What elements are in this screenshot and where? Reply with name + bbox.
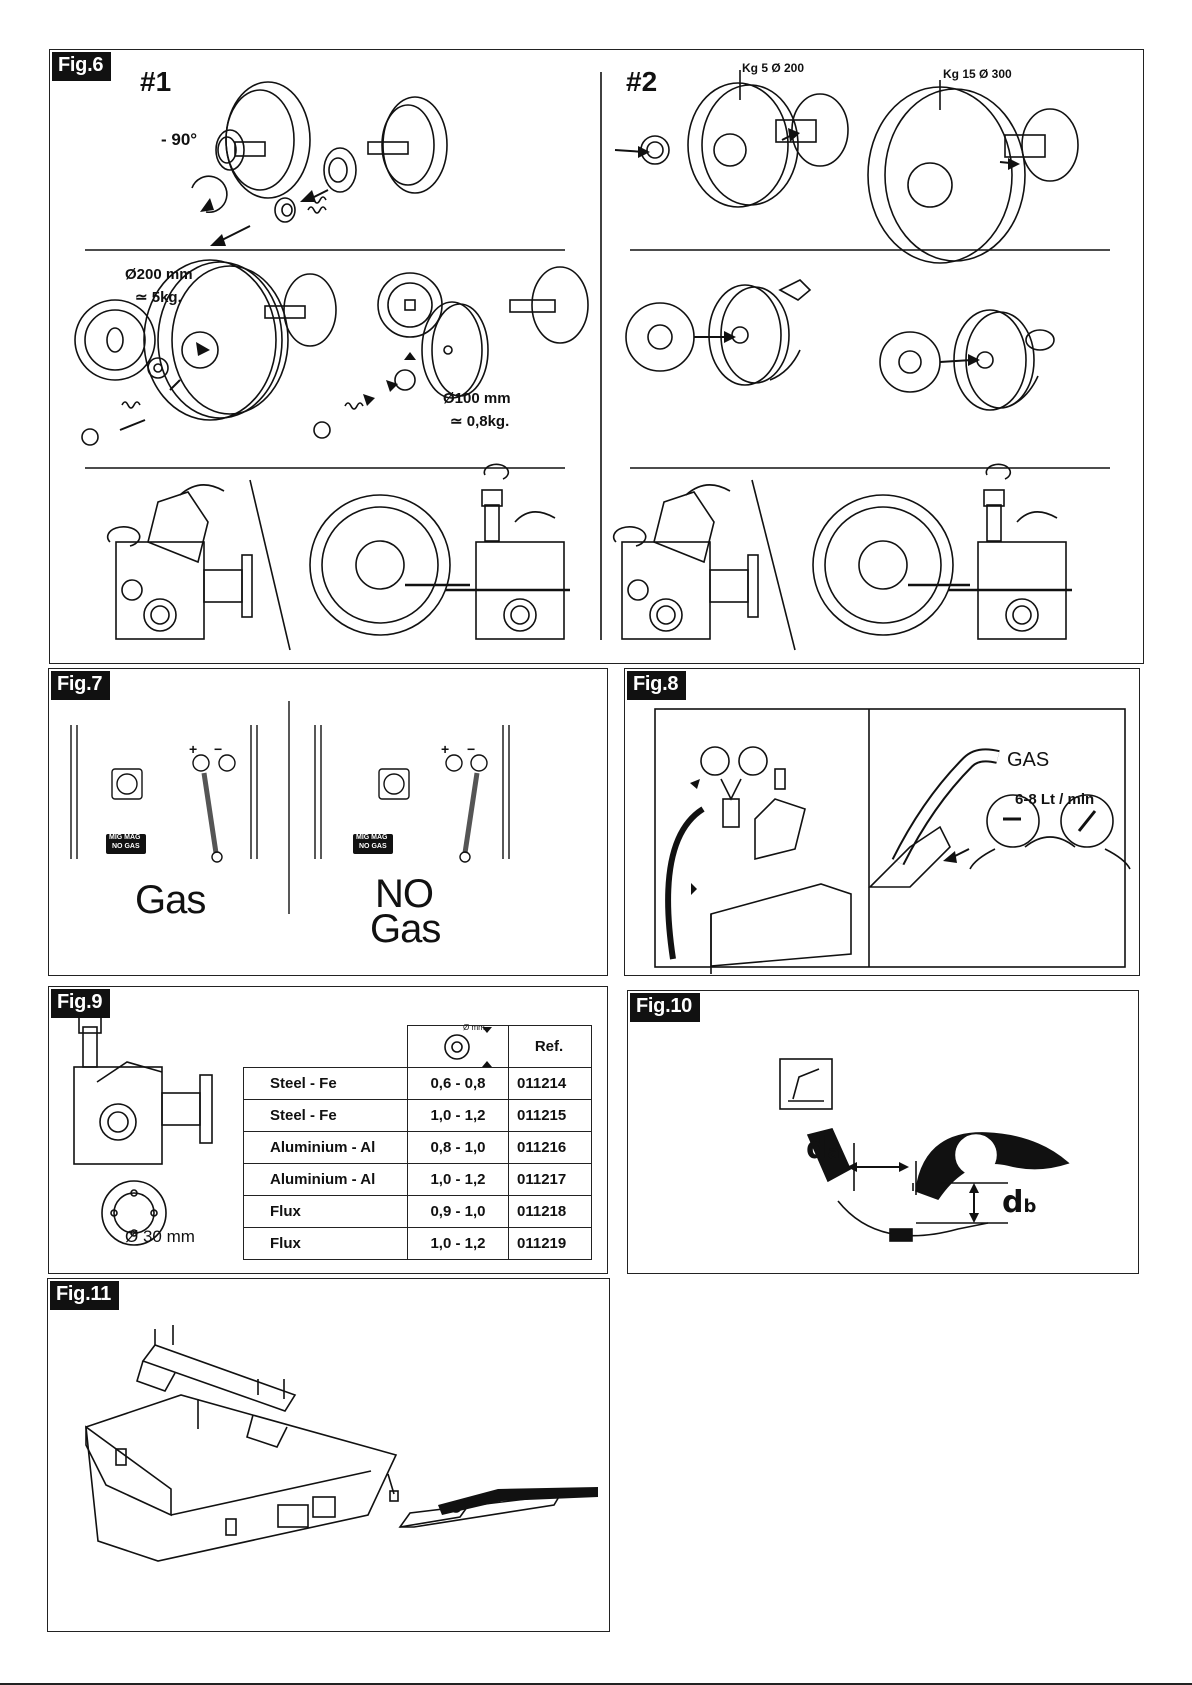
fig6-panel: Fig.6: [49, 49, 1144, 664]
fig7-no-gas-line1: NO: [375, 872, 434, 916]
fig10-tag: Fig.10: [630, 993, 700, 1022]
fig6-spool-kg5-label: Kg 5 Ø 200: [742, 61, 805, 75]
fig7-minus-right: −: [467, 741, 476, 757]
fig6-part2-label: #2: [626, 66, 658, 97]
fig6-spool-small-label: Ø100 mm: [443, 390, 511, 407]
table-cell-material: Flux: [243, 1227, 408, 1260]
wire-table: Ref. Steel - Fe 0,6 - 0,8 011214 Steel -…: [243, 1025, 592, 1260]
table-cell-material: Flux: [243, 1195, 408, 1228]
table-row: Steel - Fe 1,0 - 1,2 011215: [243, 1099, 592, 1132]
table-row: Aluminium - Al 0,8 - 1,0 011216: [243, 1131, 592, 1164]
fig7-gas-label: Gas: [135, 878, 206, 922]
fig7-mode-right-1: MIG MAG: [356, 834, 388, 841]
fig6-spool-large-label: Ø200 mm: [125, 266, 193, 283]
fig10-da-sub: a: [827, 1142, 840, 1163]
fig6-spool-kg15-label: Kg 15 Ø 300: [943, 67, 1012, 81]
table-cell-ref: 011215: [508, 1099, 592, 1132]
fig9-roller-dia: Ø 30 mm: [125, 1227, 195, 1246]
fig10-db-label: db: [1002, 1185, 1036, 1220]
table-cell-material: Steel - Fe: [243, 1099, 408, 1132]
table-row: Flux 1,0 - 1,2 011219: [243, 1227, 592, 1260]
fig10-illustration: [779, 1058, 1070, 1242]
table-cell-diameter: 1,0 - 1,2: [407, 1227, 509, 1260]
fig7-mode-right-2: NO GAS: [359, 843, 387, 850]
table-cell-ref: 011218: [508, 1195, 592, 1228]
fig7-mode-left-1: MIG MAG: [109, 834, 141, 841]
table-cell-ref: 011219: [508, 1227, 592, 1260]
fig10-da-letter: d: [806, 1131, 828, 1166]
fig6-weight-large-label: ≃ 5kg.: [135, 289, 182, 306]
table-cell-diameter: 0,6 - 0,8: [407, 1067, 509, 1100]
fig7-no-gas-line2: Gas: [370, 907, 441, 951]
fig10-panel: Fig.10 da db: [627, 990, 1139, 1274]
fig7-mode-left-2: NO GAS: [112, 843, 140, 850]
table-row: Steel - Fe 0,6 - 0,8 011214: [243, 1067, 592, 1100]
wire-table-header-diameter: [407, 1025, 509, 1068]
fig7-illustration: [70, 701, 510, 914]
table-cell-diameter: 1,0 - 1,2: [407, 1099, 509, 1132]
fig6-illustration: [74, 70, 1110, 651]
table-cell-ref: 011216: [508, 1131, 592, 1164]
fig8-panel: Fig.8: [624, 668, 1140, 976]
fig7-plus-right: +: [441, 741, 450, 757]
fig9-panel: Fig.9 Ø 30 mm Ø mm.: [48, 986, 608, 1274]
fig10-da-label: da: [806, 1131, 840, 1166]
table-cell-material: Steel - Fe: [243, 1067, 408, 1100]
fig10-db-letter: d: [1002, 1185, 1024, 1220]
fig6-tag: Fig.6: [52, 52, 112, 81]
fig6-part1-label: #1: [140, 66, 172, 97]
fig11-illustration: [85, 1325, 598, 1562]
fig7-minus-left: −: [214, 741, 223, 757]
table-cell-diameter: 1,0 - 1,2: [407, 1163, 509, 1196]
table-row: Flux 0,9 - 1,0 011218: [243, 1195, 592, 1228]
fig8-flow-label: 6-8 Lt / min: [1015, 791, 1095, 808]
fig8-gas-label: GAS: [1007, 749, 1050, 771]
fig10-db-sub: b: [1023, 1196, 1037, 1217]
page-bottom-rule: [0, 1683, 1192, 1685]
wire-table-header-ref: Ref.: [508, 1025, 592, 1068]
fig11-tag: Fig.11: [50, 1281, 119, 1310]
fig6-weight-small-label: ≃ 0,8kg.: [450, 413, 510, 430]
fig7-panel: Fig.7 + −: [48, 668, 608, 976]
table-cell-ref: 011214: [508, 1067, 592, 1100]
table-row: Aluminium - Al 1,0 - 1,2 011217: [243, 1163, 592, 1196]
fig8-illustration: [654, 708, 1131, 974]
table-cell-ref: 011217: [508, 1163, 592, 1196]
fig11-panel: Fig.11: [47, 1278, 610, 1632]
table-cell-diameter: 0,8 - 1,0: [407, 1131, 509, 1164]
fig7-plus-left: +: [189, 741, 198, 757]
wire-table-header-empty: [244, 1026, 408, 1068]
table-cell-material: Aluminium - Al: [243, 1163, 408, 1196]
fig8-tag: Fig.8: [627, 671, 687, 700]
wire-table-header: Ref.: [244, 1025, 592, 1068]
fig9-tag: Fig.9: [51, 989, 111, 1018]
table-cell-material: Aluminium - Al: [243, 1131, 408, 1164]
table-cell-diameter: 0,9 - 1,0: [407, 1195, 509, 1228]
fig7-tag: Fig.7: [51, 671, 111, 700]
fig6-rotation-label: - 90°: [161, 130, 198, 149]
